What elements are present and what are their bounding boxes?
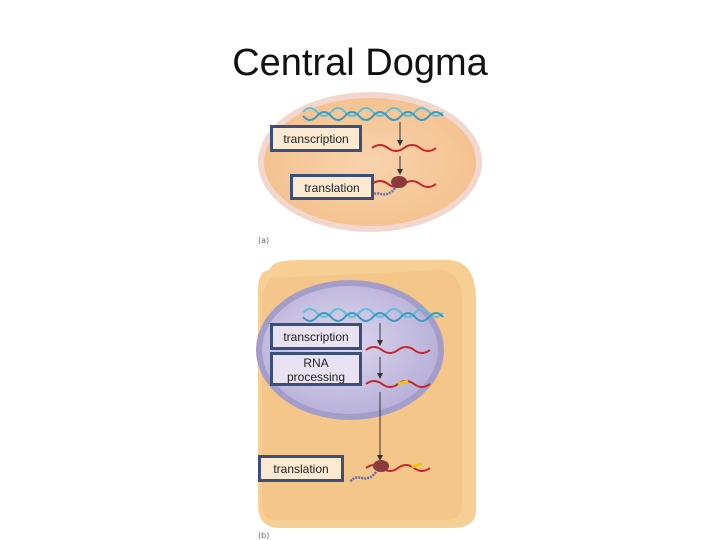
pre-mrna-b xyxy=(365,346,431,354)
ribosome-b xyxy=(373,460,389,472)
label-transcription-a: transcription xyxy=(270,125,362,152)
mrna-a xyxy=(371,144,437,152)
panel-a-letter: (a) xyxy=(258,236,270,245)
nucleus xyxy=(256,280,444,420)
label-translation-b: translation xyxy=(258,455,344,482)
polypeptide-b xyxy=(348,471,377,483)
cytoplasm xyxy=(264,98,476,226)
dna-helix-b xyxy=(302,308,444,322)
label-transcription-b: transcription xyxy=(270,323,362,350)
dna-helix-a xyxy=(302,107,444,121)
prokaryotic-cell xyxy=(258,92,482,232)
panel-b-letter: (b) xyxy=(258,531,270,540)
poly-a-tail-cyto-b xyxy=(411,462,423,469)
slide-title: Central Dogma xyxy=(232,42,488,84)
poly-a-tail-b xyxy=(397,379,409,386)
nucleoplasm xyxy=(262,286,438,414)
ribosome-a xyxy=(391,176,407,188)
label-translation-a: translation xyxy=(290,174,374,200)
label-rna-processing-b: RNA processing xyxy=(270,352,362,386)
